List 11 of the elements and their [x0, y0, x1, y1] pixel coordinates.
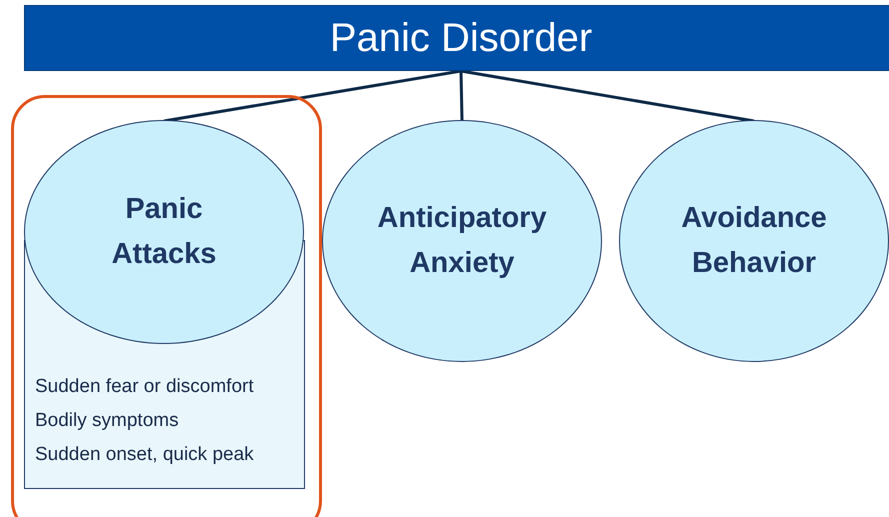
title-bar [24, 5, 889, 71]
concept-label: Panic Attacks [110, 192, 218, 272]
detail-text: Sudden fear or discomfort [35, 375, 255, 398]
title-text: Panic Disorder [330, 16, 592, 60]
concept-label: Avoidance Behavior [680, 201, 828, 281]
connector-line [164, 70, 462, 122]
connector-line [460, 70, 464, 122]
detail-text: Bodily symptoms [35, 409, 180, 432]
detail-text: Sudden onset, quick peak [35, 443, 255, 466]
connector-line [460, 70, 754, 122]
concept-label: Anticipatory Anxiety [376, 201, 548, 281]
